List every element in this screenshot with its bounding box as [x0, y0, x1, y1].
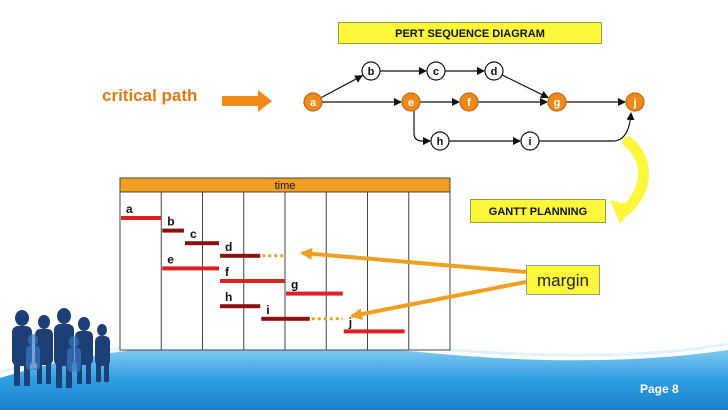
gantt-label-a: a [126, 202, 133, 216]
pert-node-g: g [547, 92, 567, 112]
gantt-bar-g [286, 291, 343, 296]
gantt-label-h: h [225, 290, 232, 304]
gantt-label-d: d [225, 240, 232, 254]
pert-edges [320, 67, 635, 145]
curved-arrow-head [610, 200, 634, 224]
critical-path-label: critical path [102, 86, 198, 105]
margin-arrow-lower [350, 280, 527, 320]
gantt-label-e: e [167, 252, 174, 266]
gantt-bar-i [261, 316, 310, 321]
pert-node-label-b: b [368, 66, 375, 78]
pert-node-label-e: e [408, 97, 414, 109]
pert-node-label-i: i [528, 136, 531, 148]
gantt-bar-f [220, 279, 285, 283]
gantt-label-i: i [266, 303, 269, 317]
pert-title: PERT SEQUENCE DIAGRAM [338, 22, 602, 44]
gantt-chart: time a b c d e f g h i j [119, 177, 451, 351]
curved-arrow-icon [620, 136, 649, 216]
gantt-bar-j [343, 329, 405, 334]
pert-node-a: a [303, 92, 323, 112]
gantt-bar-a [121, 216, 162, 220]
gantt-label-c: c [190, 227, 197, 241]
gantt-bar-e [162, 266, 219, 271]
pert-node-i: i [520, 131, 540, 151]
gantt-bar-h [220, 304, 261, 309]
pert-node-b: b [361, 61, 381, 81]
critical-path-arrow-icon [222, 90, 272, 112]
gantt-title: GANTT PLANNING [470, 199, 606, 223]
gantt-bar-b [162, 228, 184, 233]
gantt-bar-d [220, 253, 261, 258]
pert-node-label-a: a [310, 97, 317, 109]
pert-edge-a-b [320, 75, 364, 99]
gantt-label-b: b [167, 215, 174, 229]
pert-node-label-g: g [554, 97, 561, 109]
footer-wave [0, 343, 728, 410]
pert-node-label-h: h [437, 136, 444, 148]
pert-nodes: a b c d e f g h i j [303, 61, 645, 151]
pert-node-e: e [401, 92, 421, 112]
gantt-label-f: f [225, 265, 230, 279]
pert-node-label-j: j [632, 97, 636, 109]
page-number: Page 8 [640, 382, 679, 396]
pert-node-label-f: f [467, 97, 471, 109]
pert-node-label-c: c [433, 66, 439, 78]
pert-node-j: j [625, 92, 645, 112]
gantt-header-label: time [275, 180, 296, 192]
pert-node-h: h [430, 131, 450, 151]
pert-node-c: c [426, 61, 446, 81]
gantt-label-g: g [291, 278, 298, 292]
pert-node-d: d [484, 61, 504, 81]
pert-node-f: f [459, 92, 479, 112]
margin-arrow-upper [300, 247, 527, 274]
pert-edge-d-g [501, 74, 549, 99]
pert-node-label-d: d [491, 66, 498, 78]
margin-label: margin [526, 265, 600, 295]
gantt-label-j: j [348, 315, 352, 329]
pert-edge-e-h [413, 111, 431, 145]
pert-edge-i-j [539, 112, 635, 142]
team-silhouettes-light-icon [26, 334, 81, 372]
gantt-bar-c [184, 241, 219, 246]
